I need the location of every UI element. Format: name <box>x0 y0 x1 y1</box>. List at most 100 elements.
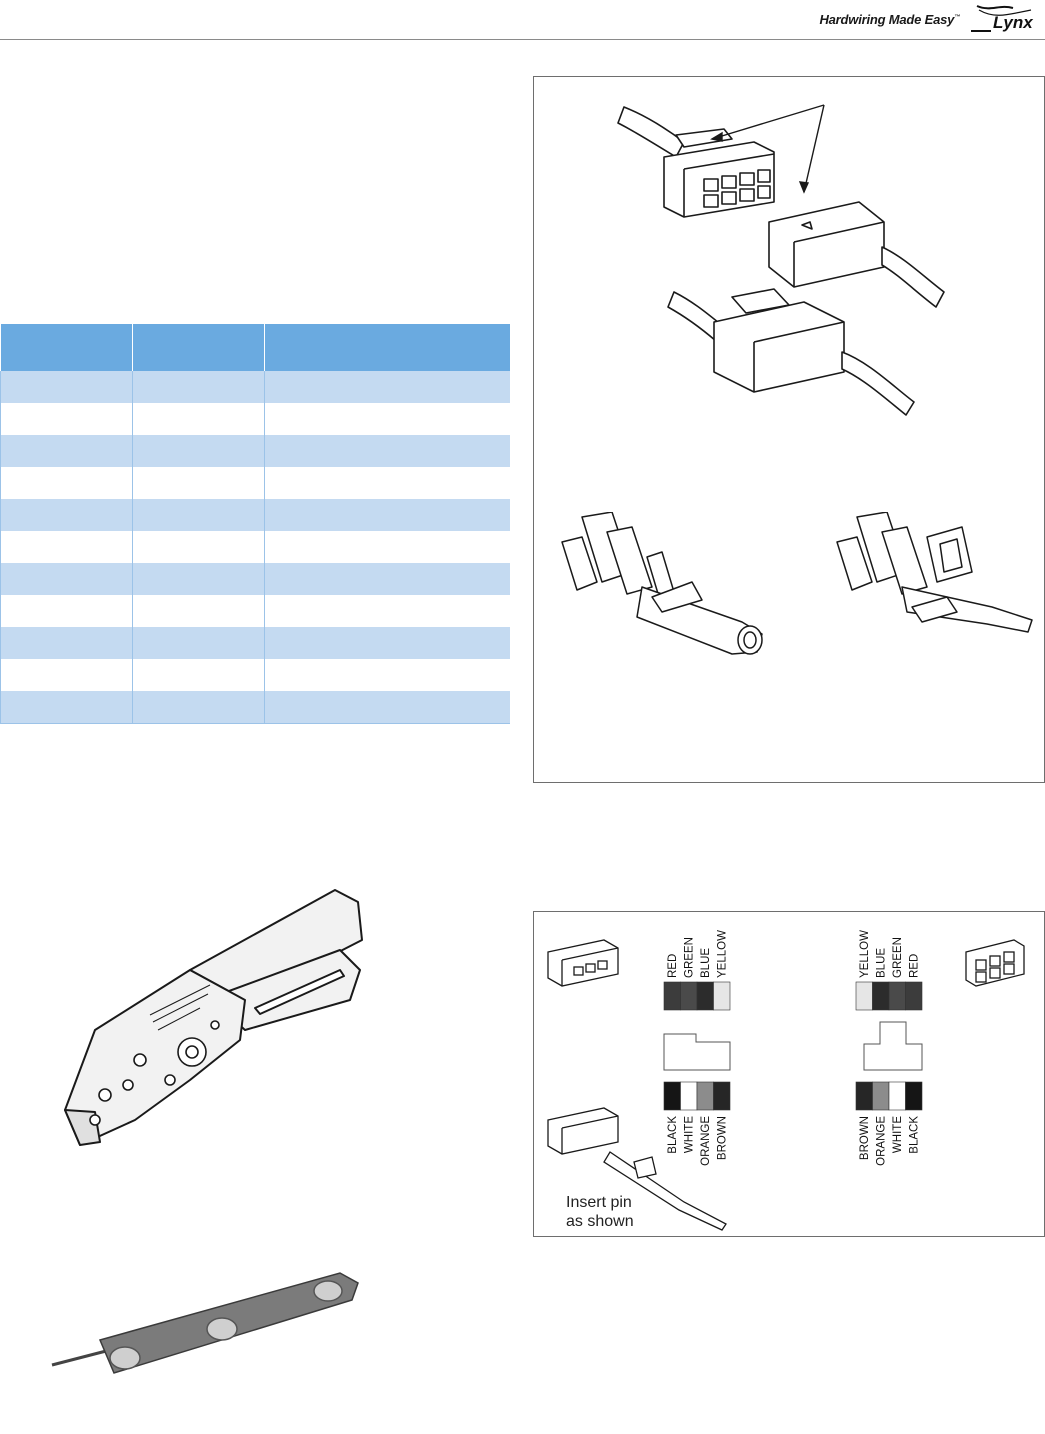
table-row <box>0 659 510 691</box>
pinout-diagram: RED GREEN BLUE YELLOW BLACK WHITE ORANGE BROWN… <box>547 930 1025 1231</box>
table-cell <box>132 627 265 659</box>
bottom-left-color-block <box>663 1081 681 1111</box>
top-right-wire-label: GREEN <box>892 937 904 978</box>
table-row <box>0 467 510 499</box>
top-left-color-block <box>663 981 681 1011</box>
top-left-color-block <box>696 981 714 1011</box>
table-row <box>0 435 510 467</box>
bottom-right-color-block <box>905 1081 923 1111</box>
table-cell <box>132 435 265 467</box>
female-key-outline <box>663 1033 731 1071</box>
lynx-logo: Lynx <box>971 5 1034 32</box>
bottom-left-color-block <box>696 1081 714 1111</box>
table-cell <box>0 499 133 531</box>
insert-pin-text-line1: Insert pin <box>566 1194 632 1211</box>
table-cell <box>0 531 133 563</box>
bottom-right-wire-label: WHITE <box>892 1116 904 1153</box>
bottom-right-color-block <box>888 1081 906 1111</box>
table-cell <box>0 403 133 435</box>
table-row <box>0 627 510 659</box>
top-right-color-block <box>905 981 923 1011</box>
table-cell <box>264 595 510 627</box>
logo-text: Lynx <box>993 13 1034 32</box>
male-housing-icon <box>965 939 1025 987</box>
crimp-tool-illustration <box>64 889 363 1146</box>
table-cell <box>0 467 133 499</box>
female-housing-pin-icon <box>547 1107 727 1231</box>
bottom-right-color-block <box>872 1081 890 1111</box>
bottom-right-wire-label: BROWN <box>859 1116 871 1160</box>
table-cell <box>0 563 133 595</box>
table-cell <box>132 659 265 691</box>
bottom-left-wire-label: BLACK <box>667 1116 679 1154</box>
top-left-wire-label: GREEN <box>684 937 696 978</box>
table-cell <box>264 531 510 563</box>
top-left-wire-label: BLUE <box>700 948 712 978</box>
connector-diagram-panel <box>533 76 1045 783</box>
insert-pin-text-line2: as shown <box>566 1213 634 1230</box>
bottom-right-wire-label: BLACK <box>909 1116 921 1154</box>
connector-mating-illustration <box>617 104 945 416</box>
table-header-cell <box>264 324 510 371</box>
table-cell <box>0 691 133 724</box>
header-tagline: Hardwiring Made Easy™ <box>819 12 960 27</box>
top-right-color-block <box>855 981 873 1011</box>
top-right-wire-label: RED <box>909 954 921 978</box>
table-row <box>0 595 510 627</box>
top-right-wire-label: BLUE <box>876 948 888 978</box>
top-right-wire-label: YELLOW <box>859 930 871 978</box>
table-cell <box>264 627 510 659</box>
female-pin-illustration <box>561 512 763 655</box>
bottom-left-color-block <box>680 1081 698 1111</box>
table-cell <box>0 595 133 627</box>
table-header-cell <box>0 324 133 371</box>
table-cell <box>264 435 510 467</box>
top-left-wire-label: RED <box>667 954 679 978</box>
bottom-left-wire-label: BROWN <box>717 1116 729 1160</box>
table-row <box>0 563 510 595</box>
top-right-color-block <box>872 981 890 1011</box>
table-row <box>0 691 510 724</box>
table-cell <box>0 627 133 659</box>
table-cell <box>132 563 265 595</box>
male-pin-illustration <box>836 512 1033 633</box>
table-cell <box>132 531 265 563</box>
table-cell <box>132 371 265 403</box>
table-cell <box>0 659 133 691</box>
table-cell <box>132 499 265 531</box>
pinout-panel: RED GREEN BLUE YELLOW BLACK WHITE ORANGE BROWN… <box>533 911 1045 1237</box>
bottom-right-color-block <box>855 1081 873 1111</box>
extraction-tool-illustration <box>51 1272 359 1374</box>
table-cell <box>264 403 510 435</box>
bottom-left-wire-label: ORANGE <box>700 1116 712 1166</box>
table-cell <box>264 691 510 724</box>
table-cell <box>132 467 265 499</box>
header-divider <box>0 39 1045 40</box>
table-cell <box>264 563 510 595</box>
table-cell <box>264 371 510 403</box>
table-header-row <box>0 324 510 371</box>
bottom-left-color-block <box>713 1081 731 1111</box>
table-cell <box>132 403 265 435</box>
bottom-right-wire-label: ORANGE <box>876 1116 888 1166</box>
table-cell <box>132 691 265 724</box>
table-header-cell <box>132 324 265 371</box>
table-row <box>0 531 510 563</box>
table-cell <box>264 659 510 691</box>
table-row <box>0 371 510 403</box>
top-left-color-block <box>680 981 698 1011</box>
top-right-color-block <box>888 981 906 1011</box>
table-cell <box>264 467 510 499</box>
top-left-wire-label: YELLOW <box>717 930 729 978</box>
table-cell <box>0 371 133 403</box>
table-cell <box>264 499 510 531</box>
female-housing-icon <box>547 939 619 987</box>
top-left-color-block <box>713 981 731 1011</box>
table-row <box>0 403 510 435</box>
bottom-left-wire-label: WHITE <box>684 1116 696 1153</box>
table-cell <box>0 435 133 467</box>
table-row <box>0 499 510 531</box>
male-key-outline <box>863 1021 923 1071</box>
spec-table <box>0 324 510 724</box>
table-cell <box>132 595 265 627</box>
